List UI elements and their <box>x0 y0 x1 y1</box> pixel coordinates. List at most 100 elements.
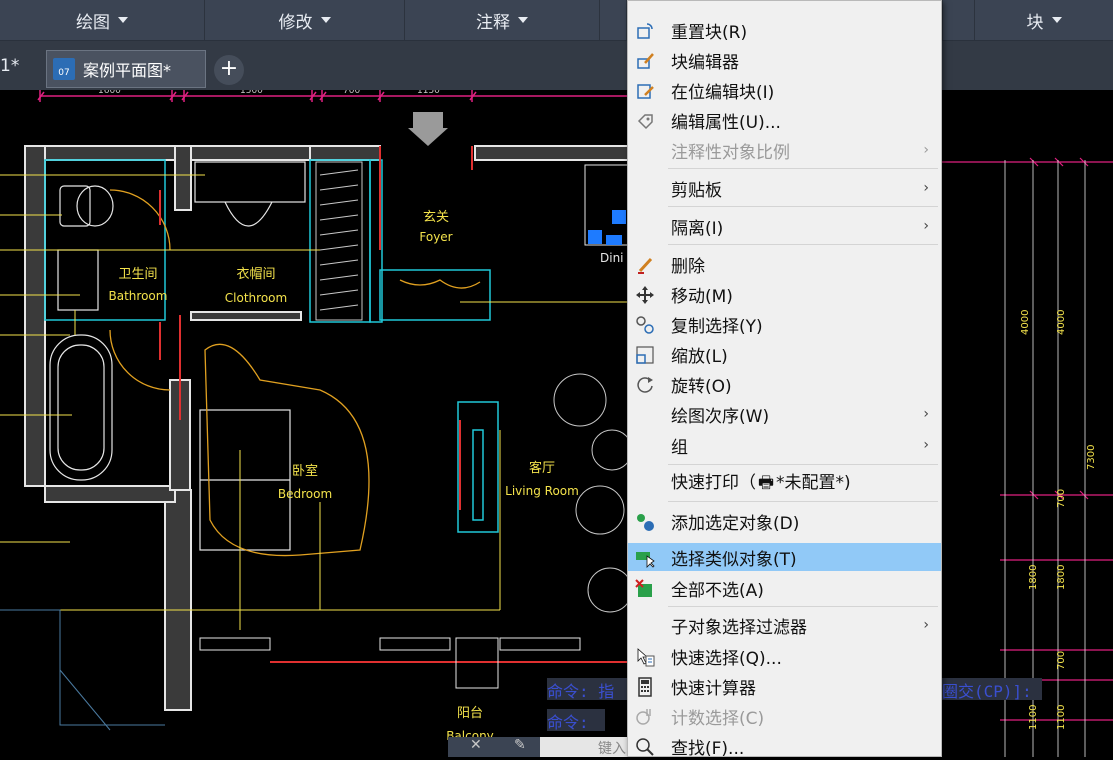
menu-item-label: 查找(F)... <box>671 738 745 759</box>
close-icon[interactable]: ✕ <box>470 737 482 753</box>
select-similar-icon <box>634 547 656 569</box>
dim-right-6: 1800 <box>1056 565 1067 590</box>
menu-item-annotative-scale[interactable]: 注释性对象比例 › <box>628 136 941 164</box>
chevron-down-icon <box>1051 17 1062 23</box>
leader-lines <box>0 174 630 630</box>
right-dimensions <box>940 157 1113 721</box>
menu-item-rotate[interactable]: 旋转(O) <box>628 370 941 398</box>
menu-item-edit-in-place[interactable]: 在位编辑块(I) <box>628 76 941 104</box>
balcony-outline <box>0 609 165 731</box>
dim-right-5: 1800 <box>1028 565 1039 590</box>
wrench-icon[interactable]: ✎ <box>514 737 526 753</box>
room-foyer-en: Foyer <box>419 230 452 244</box>
menu-item-deselect-all[interactable]: 全部不选(A) <box>628 574 941 602</box>
menu-item-label: 隔离(I) <box>671 218 724 239</box>
menu-item-quick-calc[interactable]: 快速计算器 <box>628 672 941 700</box>
calculator-icon <box>634 676 656 698</box>
menu-item-quick-print[interactable]: 快速打印​（🖶*未配置*) <box>628 469 941 497</box>
new-tab-button[interactable]: + <box>214 55 244 85</box>
quick-print-config: *未配置*) <box>776 472 851 493</box>
dim-right-7: 700 <box>1056 651 1067 670</box>
menu-item-subobject-filter[interactable]: 子对象选择过滤器 › <box>628 611 941 639</box>
command-input[interactable]: 键入 <box>540 737 628 757</box>
command-history-line-1-tail: 圈交(CP)]: <box>942 678 1042 701</box>
menu-item-label: 添加选定对象(D) <box>671 513 800 534</box>
menu-item-label: 注释性对象比例 <box>671 142 790 163</box>
menu-item-label: 剪贴板 <box>671 180 722 201</box>
dim-right-8: 1100 <box>1028 705 1039 730</box>
ribbon-panel-block[interactable]: 块 <box>975 0 1113 40</box>
menu-item-edit-attributes[interactable]: 编辑属性(U)... <box>628 106 941 134</box>
menu-item-label: 缩放(L) <box>671 346 728 367</box>
dim-right-1: 4000 <box>1020 310 1031 335</box>
menu-item-count-selection[interactable]: 计数选择(C) <box>628 702 941 730</box>
menu-item-label: 计数选择(C) <box>671 708 765 729</box>
count-select-icon <box>634 706 656 728</box>
menu-item-isolate[interactable]: 隔离(I) › <box>628 212 941 240</box>
menu-item-scale[interactable]: 缩放(L) <box>628 340 941 368</box>
menu-item-label: 快速选择(Q)... <box>671 648 782 669</box>
room-living-cn: 客厅 <box>529 460 555 476</box>
dwg-file-icon: 07 <box>53 58 75 80</box>
menu-separator <box>668 206 938 207</box>
menu-separator <box>668 168 938 169</box>
command-history-line-1: 命令: 指 <box>547 678 627 701</box>
find-icon <box>634 736 656 758</box>
menu-item-block-editor[interactable]: 块编辑器 <box>628 46 941 74</box>
erase-icon <box>634 254 656 276</box>
menu-item-label: 快速计算器 <box>671 678 756 699</box>
menu-item-reset-block[interactable]: 重置块(R) <box>628 16 941 44</box>
menu-item-erase[interactable]: 删除 <box>628 250 941 278</box>
ribbon-panel-bar: 绘图 修改 注释 块 <box>0 0 1113 41</box>
block-reset-icon <box>634 20 656 42</box>
menu-item-label: 块编辑器 <box>671 52 739 73</box>
menu-item-move[interactable]: 移动(M) <box>628 280 941 308</box>
room-bedroom-cn: 卧室 <box>292 463 318 479</box>
ribbon-panel-annotate[interactable]: 注释 <box>405 0 600 40</box>
menu-item-draw-order[interactable]: 绘图次序(W) › <box>628 400 941 428</box>
chevron-right-icon: › <box>923 218 929 234</box>
menu-item-select-similar[interactable]: 选择类似对象(T) <box>628 543 941 571</box>
chevron-right-icon: › <box>923 437 929 453</box>
menu-item-label: 组 <box>671 437 688 458</box>
menu-item-group[interactable]: 组 › <box>628 431 941 459</box>
add-selected-icon <box>634 511 656 533</box>
ribbon-panel-draw-label: 绘图 <box>76 12 110 33</box>
block-editor-icon <box>634 50 656 72</box>
menu-item-quick-select[interactable]: 快速选择(Q)... <box>628 642 941 670</box>
menu-item-label: 在位编辑块(I) <box>671 82 775 103</box>
room-bedroom-en: Bedroom <box>278 487 332 501</box>
file-tab-active[interactable]: 07 案例平面图* <box>46 50 206 88</box>
file-tab-previous[interactable]: 1* <box>0 56 20 76</box>
menu-item-find[interactable]: 查找(F)... <box>628 732 941 760</box>
ribbon-panel-modify[interactable]: 修改 <box>205 0 405 40</box>
file-tab-active-label: 案例平面图* <box>83 61 172 80</box>
dim-top-4: 1150 <box>417 90 440 96</box>
dim-top-1: 1600 <box>98 90 121 96</box>
room-living-en: Living Room <box>505 484 579 498</box>
dining-label-fragment: Dini <box>600 251 624 265</box>
menu-item-add-selected[interactable]: 添加选定对象(D) <box>628 507 941 535</box>
chevron-down-icon <box>518 17 528 23</box>
ribbon-panel-hidden-2 <box>942 0 975 40</box>
dim-right-9: 1100 <box>1056 705 1067 730</box>
menu-item-copy-selection[interactable]: 复制选择(Y) <box>628 310 941 338</box>
walls <box>24 145 631 711</box>
ribbon-panel-annotate-label: 注释 <box>476 12 510 33</box>
command-line-bar: ✕ ✎ 键入 <box>448 737 628 757</box>
windows <box>199 637 581 689</box>
menu-separator <box>668 244 938 245</box>
deselect-all-icon <box>634 578 656 600</box>
chevron-right-icon: › <box>923 142 929 158</box>
scale-icon <box>634 344 656 366</box>
wardrobe <box>315 161 363 321</box>
right-grid <box>1004 160 1086 757</box>
doors-furniture <box>109 189 481 557</box>
entry-arrow-icon <box>408 112 448 146</box>
drawing-canvas[interactable]: 1600 1500 700 1150 <box>0 90 1113 757</box>
ribbon-panel-block-label: 块 <box>1026 12 1044 33</box>
menu-item-clipboard[interactable]: 剪贴板 › <box>628 174 941 202</box>
ribbon-panel-draw[interactable]: 绘图 <box>0 0 205 40</box>
top-dimension <box>37 90 630 102</box>
edit-attributes-icon <box>634 110 656 132</box>
